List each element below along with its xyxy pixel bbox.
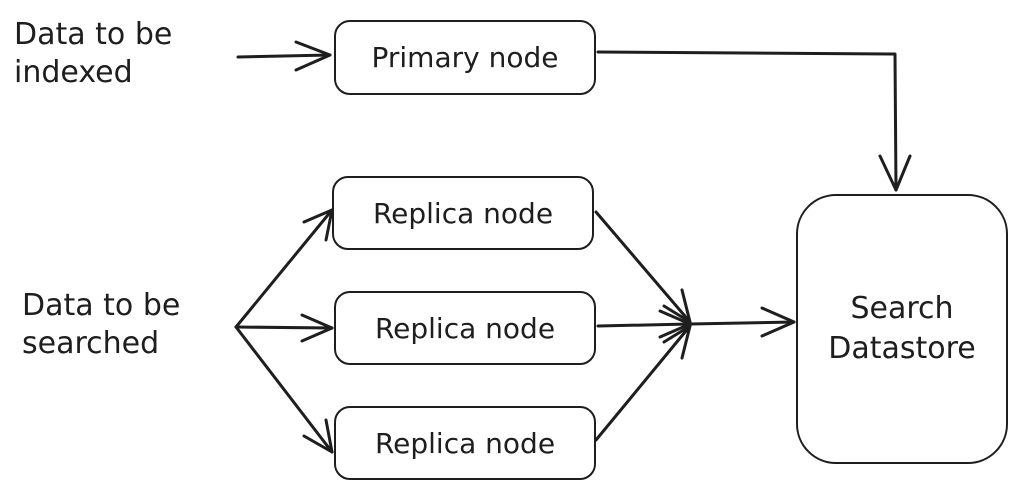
input-label-indexed-line1: Data to be xyxy=(14,17,173,52)
input-label-searched-line1: Data to be xyxy=(22,288,181,323)
search-datastore-box: Search Datastore xyxy=(796,194,1008,464)
search-datastore-label-line2: Datastore xyxy=(828,331,976,366)
primary-node-box: Primary node xyxy=(334,20,596,95)
replica-node-label-3: Replica node xyxy=(374,426,556,460)
input-label-searched: Data to be searched xyxy=(22,287,180,363)
input-label-searched-line2: searched xyxy=(22,326,160,361)
arrow-replica-3-to-merge xyxy=(594,324,692,442)
arrow-replica-1-to-merge xyxy=(594,210,692,324)
arrow-search-to-replica-3 xyxy=(234,325,334,454)
input-label-indexed-line2: indexed xyxy=(14,55,133,90)
arrow-search-to-replica-1 xyxy=(234,208,334,329)
replica-node-label-2: Replica node xyxy=(374,311,556,345)
replica-node-box-3: Replica node xyxy=(334,406,596,480)
search-datastore-label-line1: Search xyxy=(850,291,954,326)
replica-node-box-2: Replica node xyxy=(334,291,596,365)
input-label-indexed: Data to be indexed xyxy=(14,16,172,92)
arrow-primary-to-store xyxy=(596,50,912,192)
search-datastore-label: Search Datastore xyxy=(828,289,976,369)
replica-node-box-1: Replica node xyxy=(332,176,594,250)
arrow-index-to-primary xyxy=(236,40,332,72)
arrow-merge-to-store xyxy=(688,306,796,338)
replica-node-label-1: Replica node xyxy=(372,196,554,230)
primary-node-label: Primary node xyxy=(371,41,559,74)
arrow-search-to-replica-2 xyxy=(234,313,334,343)
